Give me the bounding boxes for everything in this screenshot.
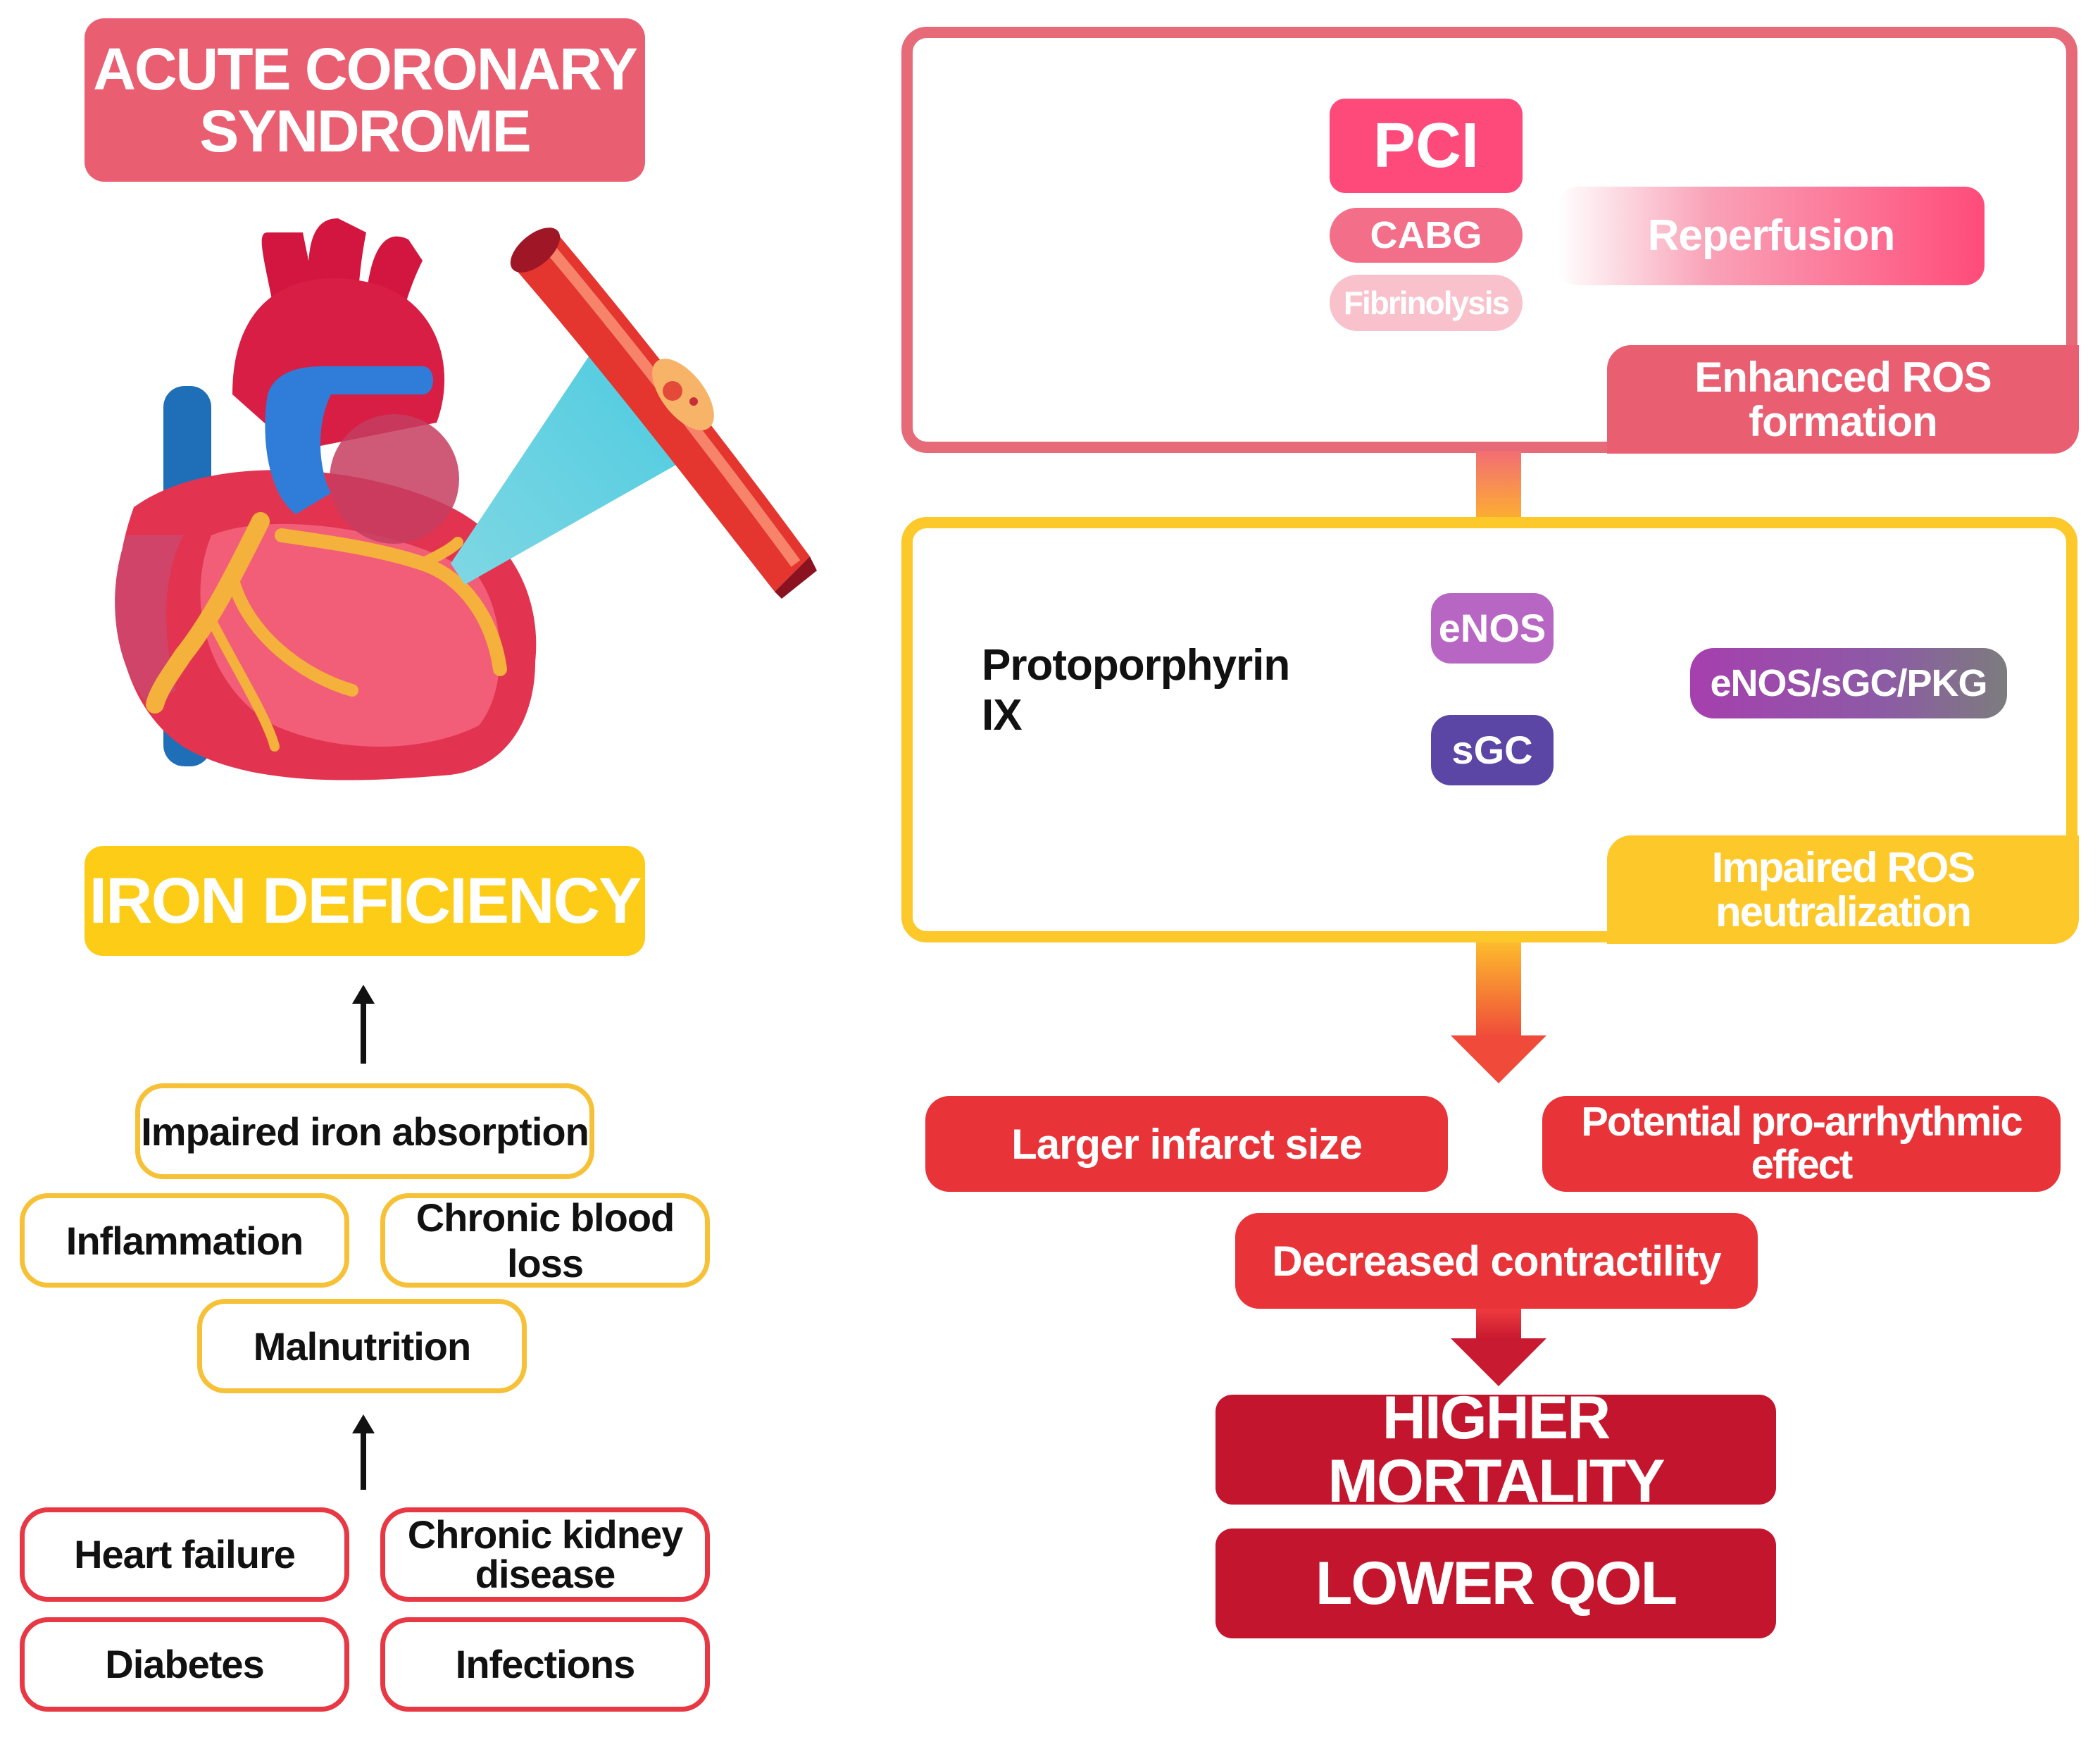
cabg-label: CABG — [1330, 208, 1523, 263]
enos-sgc-pkg-label: eNOS/sGC/PKG — [1690, 648, 2007, 718]
sgc-label: sGC — [1431, 715, 1554, 785]
pci-label: PCI — [1330, 99, 1523, 193]
heart-illustration — [115, 218, 537, 780]
iron-deficiency-title: IRON DEFICIENCY — [85, 846, 645, 956]
higher-mortality-box: HIGHER MORTALITY — [1215, 1386, 1776, 1513]
malnutrition-box: Malnutrition — [197, 1299, 527, 1393]
panel-connector — [1476, 451, 1521, 521]
enhanced-ros-formation-label: Enhanced ROS formation — [1607, 345, 2079, 454]
enos-label: eNOS — [1431, 593, 1554, 664]
heart-failure-box: Heart failure — [20, 1507, 349, 1602]
chronic-blood-loss-box: Chronic blood loss — [380, 1193, 710, 1288]
title-line-1: ACUTE CORONARY — [93, 35, 638, 102]
impaired-ros-neutralization-label: Impaired ROS neutralization — [1607, 835, 2079, 944]
flow-down-arrows — [1451, 942, 1546, 1386]
inflammation-box: Inflammation — [20, 1193, 349, 1288]
blocked-artery-illustration — [510, 228, 817, 599]
decreased-contractility-box: Decreased contractility — [1235, 1213, 1758, 1309]
left-up-arrows — [352, 985, 375, 1490]
infections-box: Infections — [380, 1617, 710, 1712]
impaired-iron-absorption-box: Impaired iron absorption — [135, 1083, 594, 1179]
reperfusion-label: Reperfusion — [1558, 187, 1985, 285]
larger-infarct-size-box: Larger infarct size — [925, 1096, 1448, 1192]
protoporphyrin-label: Protoporphyrin IX — [982, 641, 1290, 740]
fibrinolysis-label: Fibrinolysis — [1330, 275, 1523, 331]
lower-qol-box: LOWER QOL — [1215, 1529, 1776, 1638]
title-line-2: SYNDROME — [199, 98, 531, 164]
pro-arrhythmic-effect-box: Potential pro-arrhythmic effect — [1542, 1096, 2061, 1192]
diabetes-box: Diabetes — [20, 1617, 349, 1712]
acute-coronary-syndrome-title: ACUTE CORONARY SYNDROME — [85, 18, 645, 182]
chronic-kidney-disease-box: Chronic kidney disease — [380, 1507, 710, 1602]
